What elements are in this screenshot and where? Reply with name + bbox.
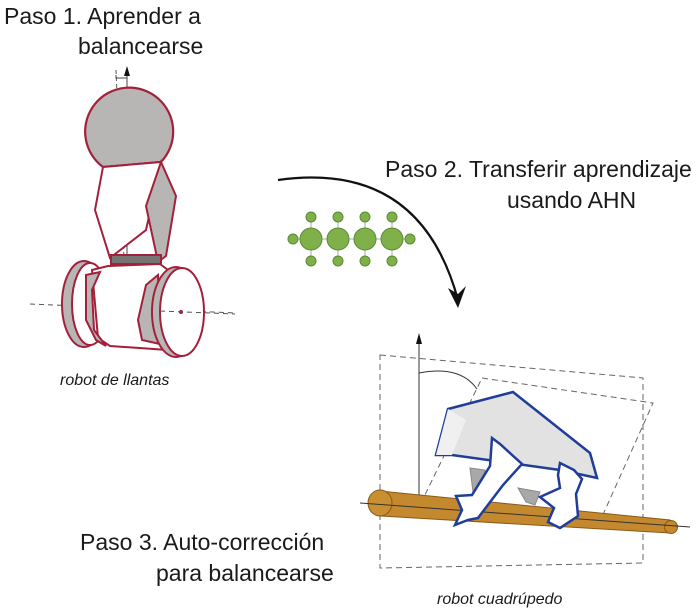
step2-title-line1: Paso 2. Transferir aprendizaje xyxy=(385,156,692,182)
beam-axis xyxy=(359,502,691,528)
wheeled-robot xyxy=(29,66,236,358)
nn-top-node xyxy=(386,211,398,223)
transfer-arrowhead-icon xyxy=(448,286,466,308)
body-front-face xyxy=(436,409,466,455)
nn-hidden-node xyxy=(299,227,323,251)
step1-title-line1: Paso 1. Aprender a xyxy=(4,3,201,29)
tilted-frame xyxy=(419,377,654,529)
quadruped-axis-arrowhead-icon xyxy=(416,333,422,344)
nn-top-node xyxy=(332,211,344,223)
nn-output-node xyxy=(404,233,416,245)
beam-tip xyxy=(664,520,678,534)
robot-band xyxy=(110,254,162,265)
nn-bottom-node xyxy=(386,255,398,267)
quadruped-robot-caption: robot cuadrúpedo xyxy=(437,591,563,608)
nn-input-node xyxy=(287,233,299,245)
nn-top-node xyxy=(359,211,371,223)
step3-title-line1: Paso 3. Auto-corrección xyxy=(80,529,325,555)
nn-bottom-node xyxy=(332,255,344,267)
transfer-arrow xyxy=(277,176,460,301)
nn-bottom-node xyxy=(359,255,371,267)
axle-line-right xyxy=(159,310,236,315)
tilt-angle-arc xyxy=(418,370,478,390)
rear-leg-right xyxy=(517,487,541,506)
front-leg-right xyxy=(537,461,584,530)
step3-title-line2: para balancearse xyxy=(156,560,334,586)
beam-end xyxy=(367,489,393,517)
robot-torso xyxy=(93,160,163,260)
nn-top-node xyxy=(305,211,317,223)
nn-hidden-node xyxy=(326,227,350,251)
nn-bottom-node xyxy=(305,255,317,267)
step2-title-line2: usando AHN xyxy=(507,187,637,213)
axis-arrowhead-icon xyxy=(124,66,130,76)
robot-head xyxy=(84,86,175,169)
nn-hidden-node xyxy=(380,227,404,251)
left-wheel-side-panel xyxy=(85,270,107,347)
neural-network-icon xyxy=(287,211,416,267)
nn-hidden-node xyxy=(353,227,377,251)
angle-mark xyxy=(115,75,127,79)
wheeled-robot-caption: robot de llantas xyxy=(60,372,170,389)
step1-title-line2: balancearse xyxy=(78,33,204,59)
front-leg-left xyxy=(452,435,524,528)
quadruped-robot xyxy=(359,333,691,569)
